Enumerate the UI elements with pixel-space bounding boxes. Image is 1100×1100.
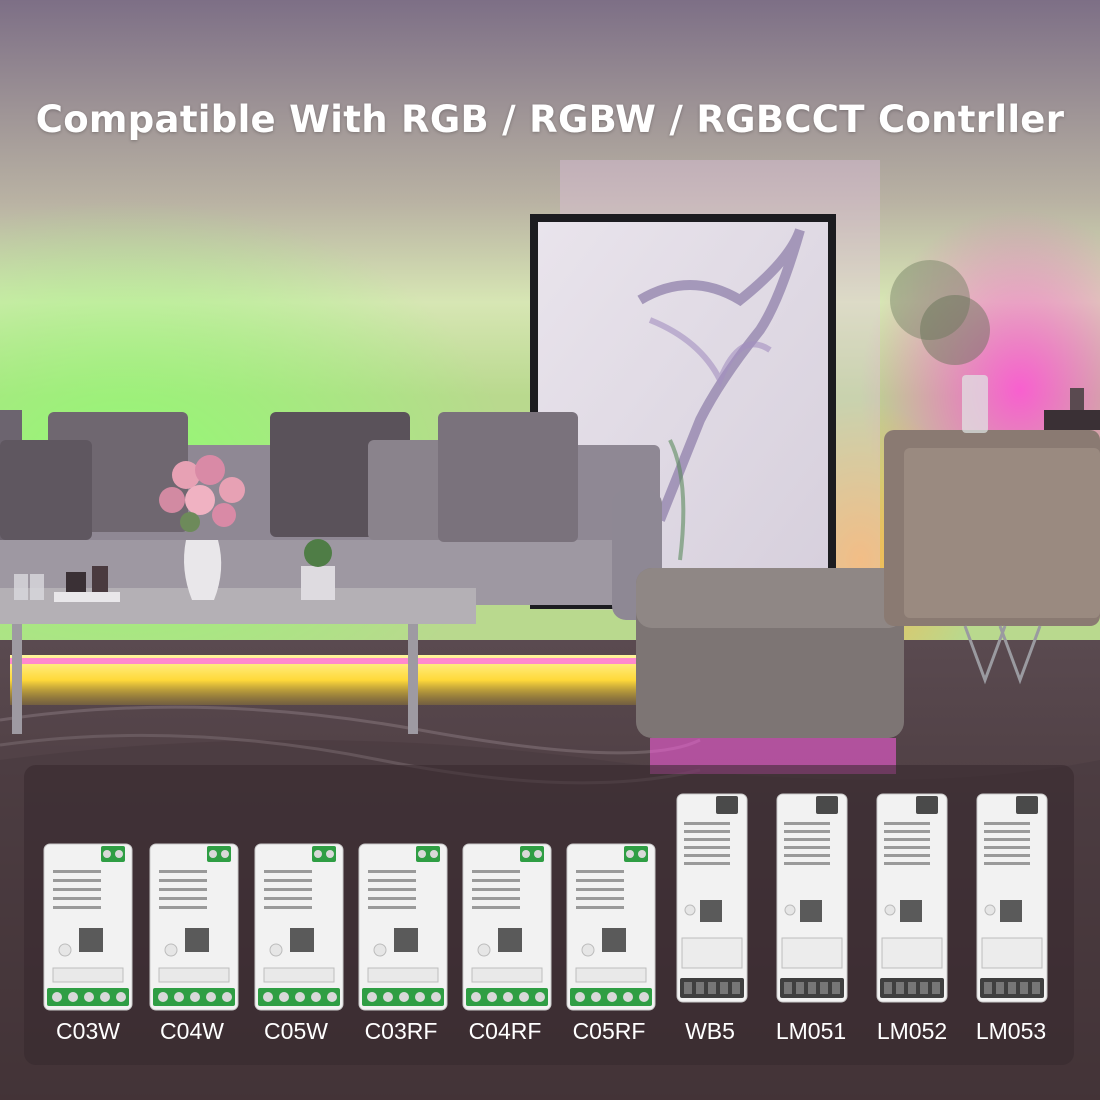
device-label-c04rf: C04RF — [468, 1018, 542, 1044]
device-label-c05rf: C05RF — [572, 1018, 646, 1044]
controller-c05w — [254, 843, 344, 1011]
headline: Compatible With RGB / RGBW / RGBCCT Cont… — [35, 98, 1065, 141]
device-label-c03rf: C03RF — [364, 1018, 438, 1044]
device-label-c05w: C05W — [264, 1018, 328, 1044]
controller-lm052 — [876, 793, 948, 1003]
device-label-lm053: LM053 — [975, 1018, 1047, 1044]
controller-c03w — [43, 843, 133, 1011]
controller-c04rf — [462, 843, 552, 1011]
device-label-wb5: WB5 — [685, 1018, 735, 1044]
controller-c05rf — [566, 843, 656, 1011]
controller-c04w — [149, 843, 239, 1011]
device-label-c04w: C04W — [160, 1018, 224, 1044]
controller-c03rf — [358, 843, 448, 1011]
device-label-lm051: LM051 — [775, 1018, 847, 1044]
controller-lm053 — [976, 793, 1048, 1003]
device-label-c03w: C03W — [56, 1018, 120, 1044]
controller-lm051 — [776, 793, 848, 1003]
controller-wb5 — [676, 793, 748, 1003]
device-label-lm052: LM052 — [876, 1018, 948, 1044]
